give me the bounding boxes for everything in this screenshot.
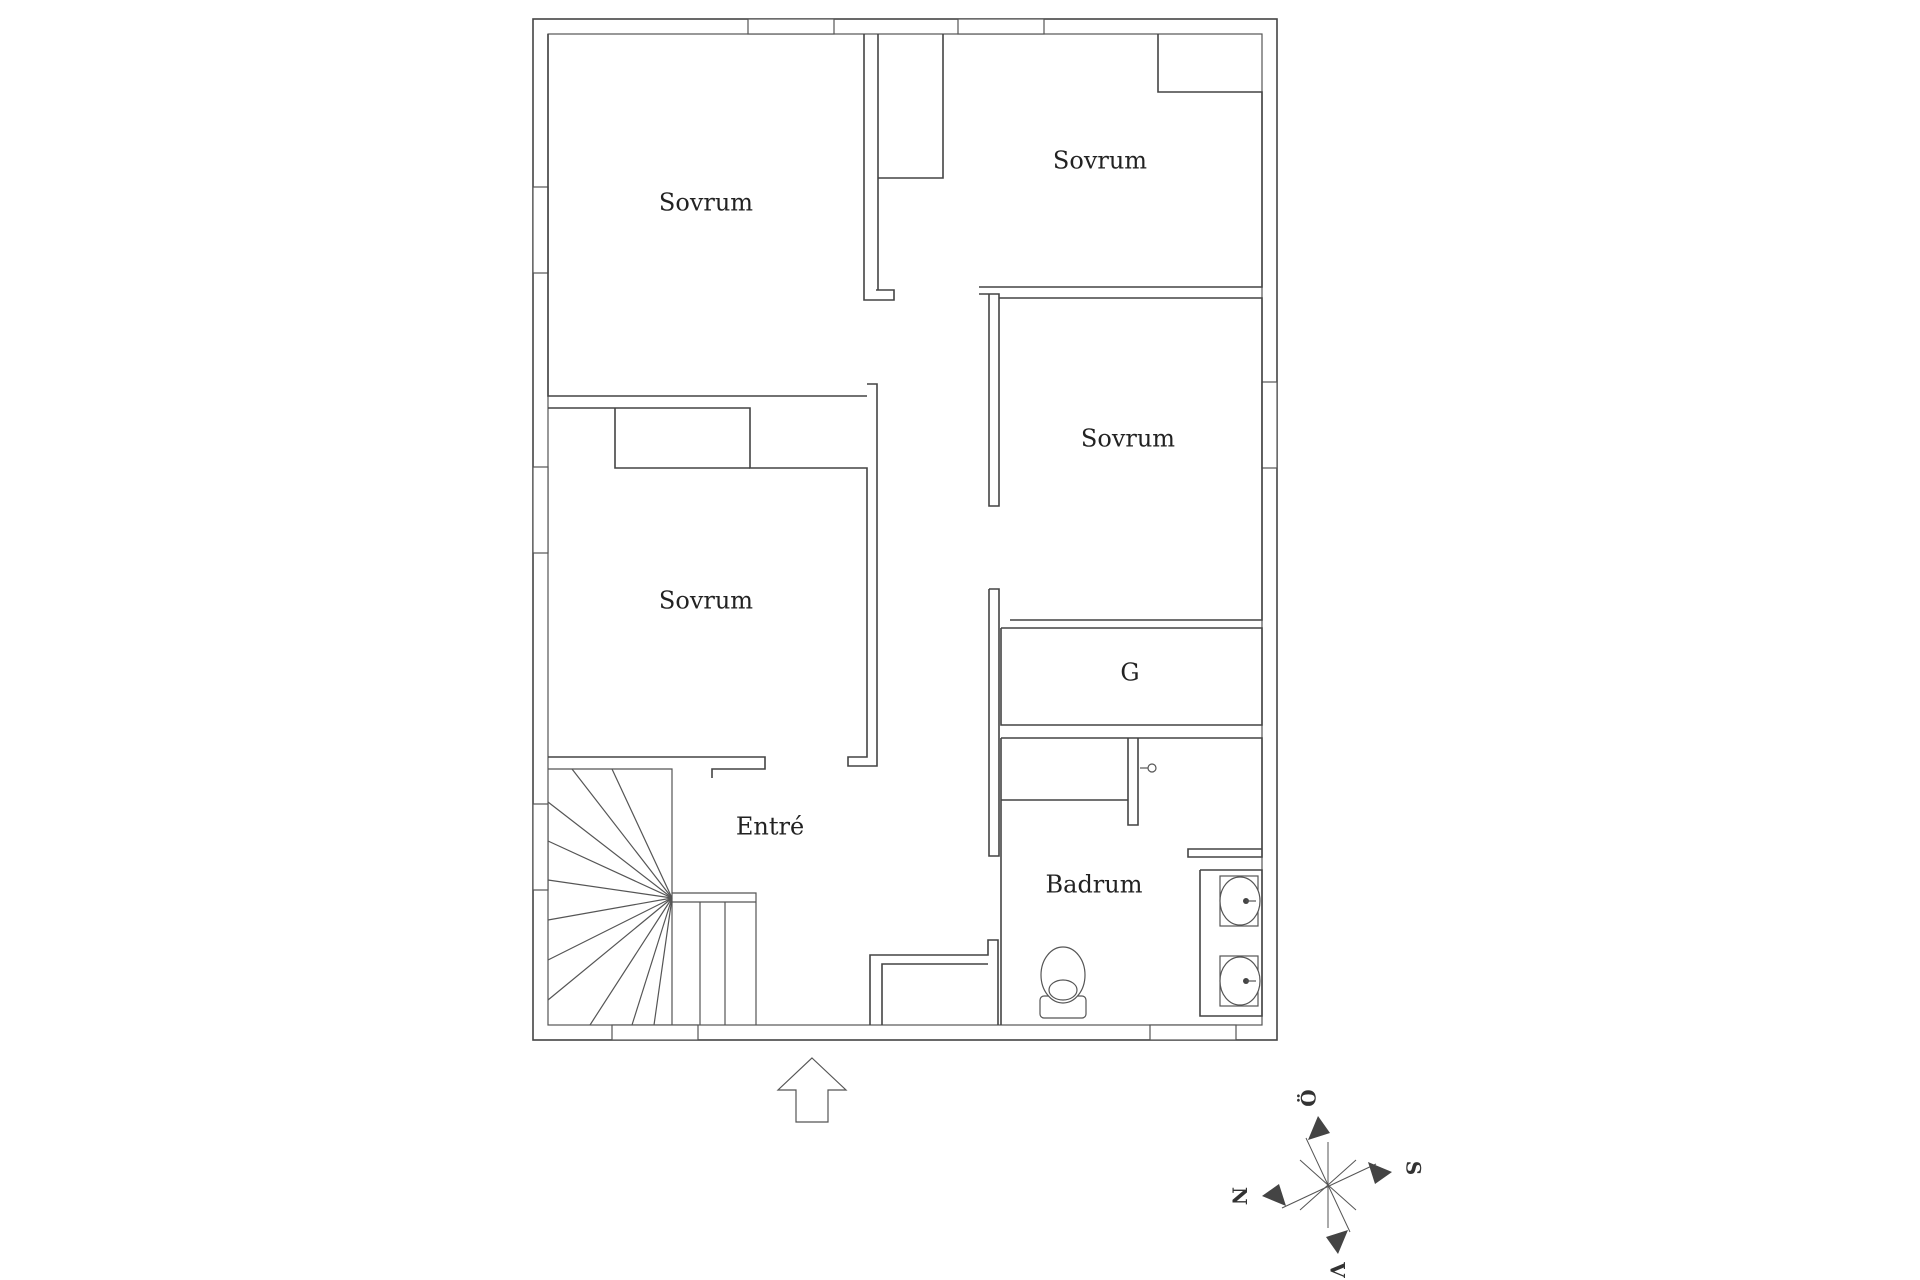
room-label-entre: Entré [736,813,804,841]
room-label-sovrum-w: Sovrum [659,587,753,615]
interior-walls [547,34,1263,1025]
entrance-arrow-icon [776,1057,848,1123]
room-label-sovrum-nw: Sovrum [659,189,753,217]
compass-rose-icon: Ö S N V [1228,1089,1426,1278]
room-label-sovrum-ne: Sovrum [1053,147,1147,175]
room-label-g: G [1120,659,1139,687]
compass-label-right: S [1402,1161,1426,1175]
compass-label-left: N [1228,1187,1252,1205]
staircase-icon [547,768,757,1026]
windows [532,18,1278,1041]
outer-walls [532,18,1278,1041]
toilet-icon [1039,946,1087,1019]
sink-icon [1219,955,1261,1007]
room-label-sovrum-e: Sovrum [1081,425,1175,453]
sink-icon [1219,875,1261,927]
room-label-badrum: Badrum [1046,871,1143,899]
compass-label-bottom: V [1326,1261,1350,1278]
tap-icon [1140,763,1157,773]
compass-label-top: Ö [1296,1089,1321,1106]
